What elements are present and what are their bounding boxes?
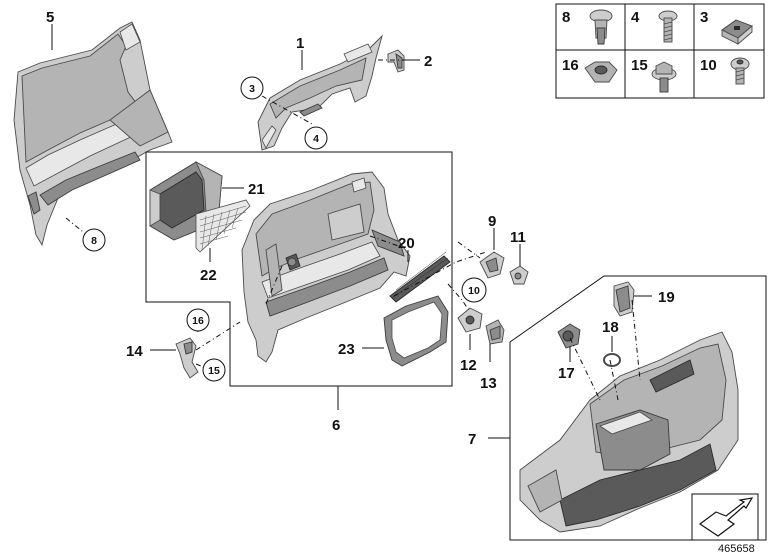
callout-22: 22 [200, 267, 217, 284]
callout-21: 21 [248, 181, 265, 198]
legend-label-3: 3 [700, 9, 708, 26]
callout-23: 23 [338, 341, 355, 358]
part-12-clip[interactable] [457, 307, 483, 333]
assembly-7-frame [509, 275, 767, 541]
svg-text:4: 4 [313, 133, 319, 145]
rivet-icon [589, 9, 613, 45]
legend-label-10: 10 [700, 57, 717, 74]
callout-17: 17 [558, 365, 575, 382]
direction-arrow-icon [698, 497, 754, 537]
fastener-legend: 8 4 3 16 15 10 [555, 3, 765, 99]
part-1-upper-trim[interactable] [257, 34, 383, 151]
legend-label-16: 16 [562, 57, 579, 74]
circled-callout-3: 3 [240, 76, 264, 100]
circled-callout-4: 4 [304, 126, 328, 150]
part-14-bracket[interactable] [175, 337, 199, 379]
callout-12: 12 [460, 357, 477, 374]
legend-label-8: 8 [562, 9, 570, 26]
assembly-6-frame [145, 151, 453, 387]
svg-text:15: 15 [208, 365, 220, 377]
callout-13: 13 [480, 375, 497, 392]
svg-text:3: 3 [249, 83, 255, 95]
circled-callout-16: 16 [186, 308, 210, 332]
circled-callout-10: 10 [461, 277, 487, 303]
callout-11: 11 [510, 229, 526, 246]
callout-6: 6 [332, 417, 340, 434]
callout-1: 1 [296, 35, 304, 52]
hex-nut-icon [584, 61, 618, 83]
part-2-clip[interactable] [387, 49, 405, 73]
legend-label-15: 15 [631, 57, 648, 74]
circled-callout-15: 15 [202, 358, 226, 382]
legend-label-4: 4 [631, 9, 640, 26]
svg-text:8: 8 [91, 235, 97, 247]
callout-7: 7 [468, 431, 476, 448]
part-5-side-trim-panel[interactable] [13, 21, 173, 247]
callout-18: 18 [602, 319, 619, 336]
part-23-seal-frame[interactable] [383, 295, 449, 367]
screw-icon [658, 10, 678, 43]
callout-19: 19 [658, 289, 675, 306]
callout-2: 2 [424, 53, 432, 70]
square-nut-icon [721, 19, 753, 45]
part-19-cap[interactable] [613, 281, 635, 317]
diagram-id: 465658 [718, 543, 755, 555]
callout-14: 14 [126, 343, 143, 360]
part-7-storage-trim[interactable] [519, 331, 739, 533]
svg-text:10: 10 [468, 285, 480, 297]
circled-callout-8: 8 [82, 228, 106, 252]
direction-arrow-box [691, 493, 759, 541]
part-6-main-trim-panel[interactable] [241, 171, 411, 363]
callout-20: 20 [398, 235, 415, 252]
callout-9: 9 [488, 213, 496, 230]
part-13-cover[interactable] [485, 319, 505, 345]
part-22-mesh-filter[interactable] [195, 199, 251, 253]
part-17-grommet[interactable] [557, 323, 581, 349]
part-11-clip[interactable] [509, 265, 529, 285]
part-18-ring[interactable] [603, 353, 621, 367]
svg-text:16: 16 [192, 315, 204, 327]
button-screw-icon [730, 57, 750, 85]
callout-5: 5 [46, 9, 54, 26]
part-9-retainer[interactable] [479, 251, 505, 279]
flange-bolt-icon [651, 61, 677, 93]
